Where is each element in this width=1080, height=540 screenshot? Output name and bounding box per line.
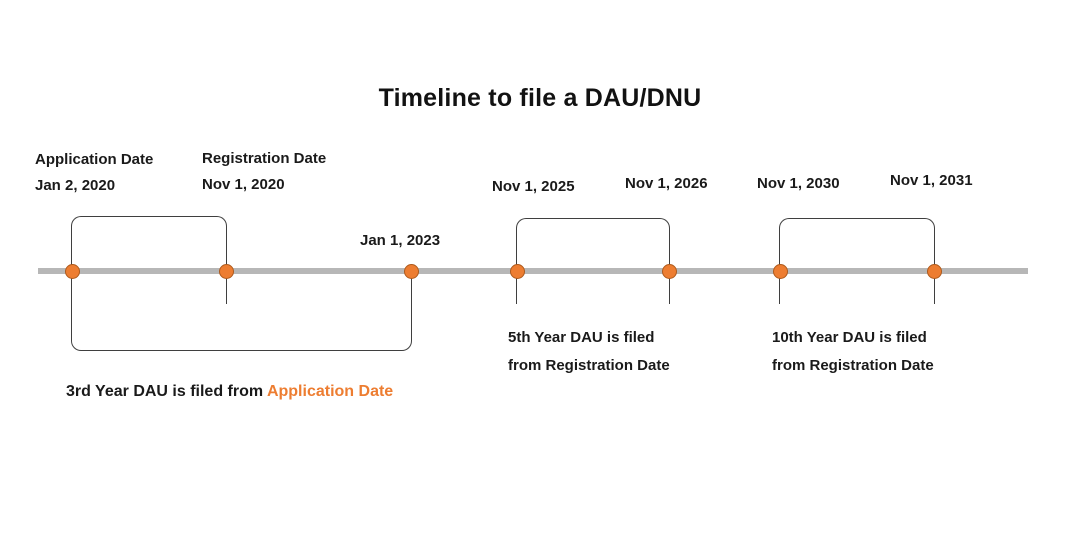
label-nov-1-2031: Nov 1, 2031 [890, 168, 973, 194]
dot-jan-1-2023 [404, 264, 419, 279]
timeline-line [38, 268, 1028, 274]
milestone-date: Jan 2, 2020 [35, 177, 116, 194]
bracket-3rd-year-bottom [71, 272, 412, 351]
milestone-date: Nov 1, 2020 [202, 176, 285, 193]
label-jan-1-2023: Jan 1, 2023 [360, 228, 440, 254]
dot-application-date [65, 264, 80, 279]
milestone-date: Jan 1, 2023 [360, 232, 441, 249]
milestone-date: Nov 1, 2025 [492, 178, 575, 195]
label-nov-1-2026: Nov 1, 2026 [625, 171, 708, 197]
annotation-5th-year-line2: from Registration Date [508, 357, 670, 374]
dot-nov-1-2025 [510, 264, 525, 279]
milestone-name: Registration Date [202, 150, 327, 167]
bracket-5th-year [516, 218, 670, 304]
annotation-5th-year-line1: 5th Year DAU is filed [508, 329, 655, 346]
milestone-name: Application Date [35, 151, 154, 168]
page-title: Timeline to file a DAU/DNU [378, 84, 702, 112]
annotation-10th-year-line2: from Registration Date [772, 357, 934, 374]
dot-registration-date [219, 264, 234, 279]
annotation-3rd-year: 3rd Year DAU is filed from Application D… [66, 379, 393, 405]
annotation-3rd-year-text: 3rd Year DAU is filed from [66, 383, 267, 400]
milestone-date: Nov 1, 2026 [625, 175, 708, 192]
annotation-5th-year: 5th Year DAU is filed from Registration … [508, 324, 670, 380]
bracket-10th-year [779, 218, 935, 304]
label-nov-1-2025: Nov 1, 2025 [492, 174, 575, 200]
milestone-date: Nov 1, 2030 [757, 175, 840, 192]
annotation-3rd-year-highlight: Application Date [266, 383, 394, 400]
label-nov-1-2030: Nov 1, 2030 [757, 171, 840, 197]
annotation-10th-year: 10th Year DAU is filed from Registration… [772, 324, 934, 380]
label-application-date: Application Date Jan 2, 2020 [35, 147, 153, 199]
milestone-date: Nov 1, 2031 [890, 172, 973, 189]
dot-nov-1-2031 [927, 264, 942, 279]
bracket-3rd-year-top [71, 216, 227, 304]
annotation-10th-year-line1: 10th Year DAU is filed [772, 329, 927, 346]
dot-nov-1-2026 [662, 264, 677, 279]
dot-nov-1-2030 [773, 264, 788, 279]
label-registration-date: Registration Date Nov 1, 2020 [202, 146, 326, 198]
